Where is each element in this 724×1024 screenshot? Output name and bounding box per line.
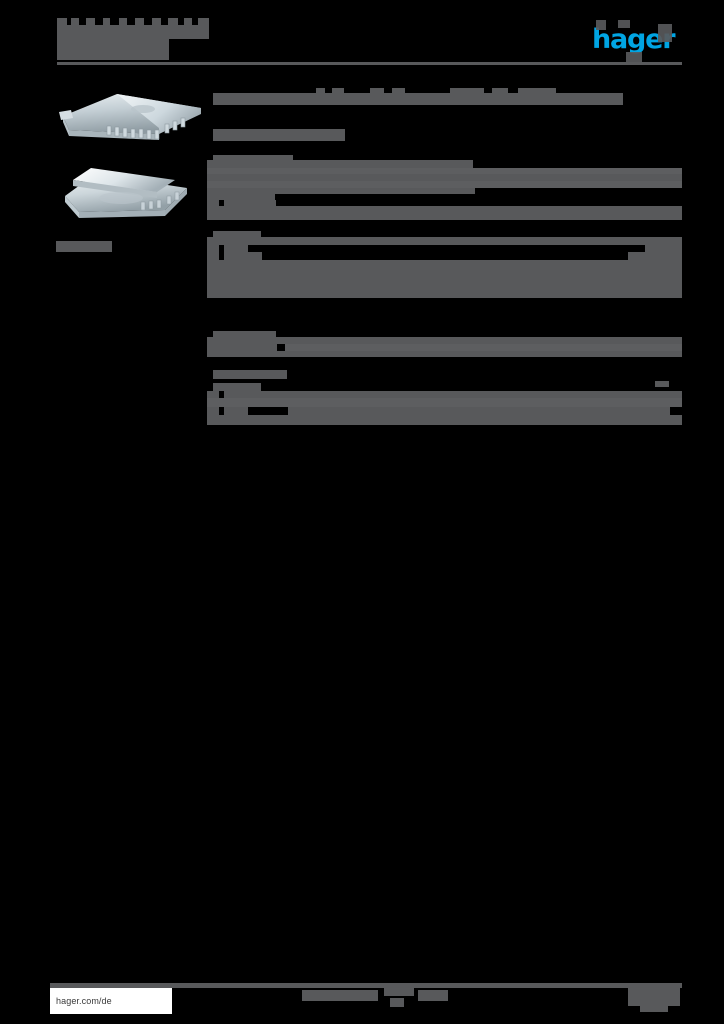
table-row-label: [213, 383, 261, 391]
table-row: [207, 160, 473, 168]
table-row-label: [224, 200, 276, 206]
logo-redaction-veil: [618, 20, 630, 28]
footer-page-number: [628, 988, 680, 1006]
table-row: [207, 206, 682, 220]
doc-title-glyph: [135, 18, 144, 25]
section-2-heading: [213, 231, 261, 237]
table-row-bullet: [207, 407, 219, 415]
table-row-label: [207, 194, 275, 200]
doc-title-glyph: [86, 18, 95, 25]
section-3-heading: [213, 331, 276, 337]
product-title-ascender: [450, 88, 484, 93]
table-row: [207, 398, 682, 407]
footer-page-number: [640, 1006, 668, 1012]
product-photo-angled-view: [55, 158, 203, 224]
doc-title-glyph: [119, 18, 127, 25]
footer-center-text: [384, 988, 414, 996]
logo-redaction-veil: [626, 52, 642, 62]
table-row-value: [628, 252, 682, 260]
doc-title-glyph: [71, 18, 79, 25]
product-photo-top-view-graphic: [59, 94, 201, 140]
table-row: [207, 415, 682, 425]
table-row: [207, 337, 682, 344]
table-row: [207, 188, 475, 194]
table-row-label: [224, 245, 248, 252]
table-row-bullet: [207, 245, 219, 252]
product-title-ascender: [316, 88, 325, 93]
footer-center-text: [390, 998, 404, 1007]
logo-redaction-veil: [658, 24, 672, 42]
doc-title-glyph: [57, 18, 67, 25]
header-divider: [57, 62, 682, 65]
table-row-value: [655, 381, 669, 387]
table-row-label: [224, 407, 248, 415]
table-row-label: [224, 252, 262, 260]
section-1-heading: [213, 155, 293, 160]
doc-title-line: [57, 25, 209, 39]
table-row-bullet: [207, 252, 219, 260]
footer-url-link[interactable]: hager.com/de: [50, 988, 172, 1014]
table-row: [207, 237, 682, 245]
doc-title-glyph: [198, 18, 209, 25]
section-4-heading: [213, 370, 287, 379]
footer-center-text: [418, 990, 448, 1001]
footer-divider: [50, 983, 682, 988]
product-photo-angled-view-graphic: [65, 168, 187, 218]
table-row: [207, 168, 682, 174]
product-title-text: [213, 93, 623, 105]
table-row: [207, 174, 682, 181]
table-row: [207, 289, 682, 298]
table-row: [224, 391, 682, 398]
hager-logo: hager: [590, 20, 676, 62]
logo-redaction-veil: [596, 20, 606, 30]
doc-reference-line: [57, 52, 169, 60]
table-row-value: [645, 245, 682, 252]
product-subtitle-text: [213, 129, 345, 141]
doc-title-glyph: [184, 18, 192, 25]
table-row-value: [288, 407, 670, 415]
table-row-label: [207, 344, 277, 351]
product-title-ascender: [518, 88, 556, 93]
product-title-ascender: [332, 88, 344, 93]
footer-center-text: [302, 990, 378, 1001]
doc-subtitle-line: [57, 39, 169, 52]
doc-title-glyph: [103, 18, 110, 25]
table-row: [207, 260, 682, 273]
table-row: [207, 181, 682, 188]
doc-title-glyph: [168, 18, 178, 25]
product-title-ascender: [392, 88, 405, 93]
doc-title-glyph: [152, 18, 161, 25]
table-row: [207, 273, 682, 289]
table-row-bullet: [207, 200, 219, 206]
table-row: [207, 351, 682, 357]
product-image-caption: [56, 241, 112, 252]
product-title-ascender: [370, 88, 384, 93]
table-row-value: [285, 344, 682, 351]
table-row-bullet: [207, 391, 219, 398]
product-photo-top-view: [55, 86, 203, 148]
product-title-ascender: [492, 88, 508, 93]
